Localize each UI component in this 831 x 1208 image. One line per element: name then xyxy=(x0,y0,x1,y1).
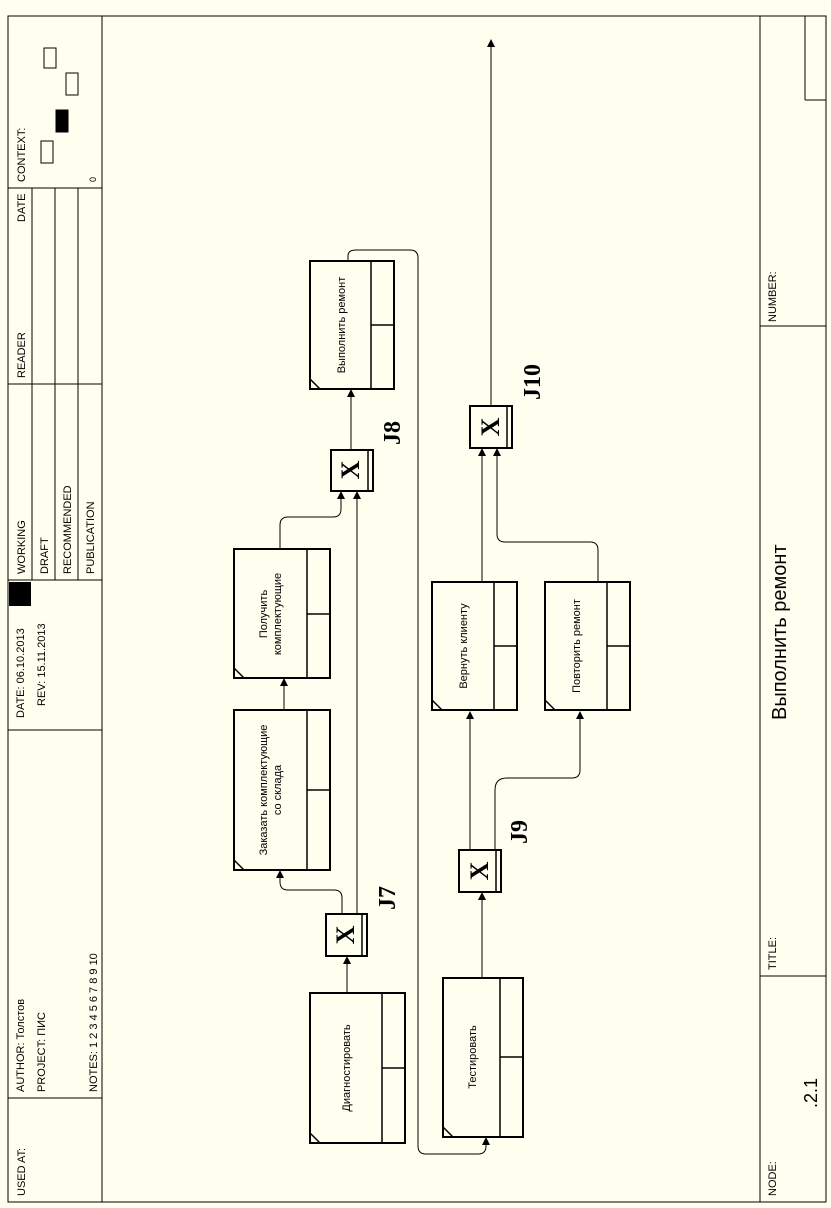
title-label: TITLE: xyxy=(767,937,779,970)
node-value: .2.1 xyxy=(801,1078,821,1108)
notes-field: NOTES: 1 2 3 4 5 6 7 8 9 10 xyxy=(88,953,100,1092)
activity-box-return[interactable]: Вернуть клиенту xyxy=(431,581,518,711)
footer-block xyxy=(759,16,826,1202)
link-j7-order xyxy=(276,870,343,914)
junction-j10[interactable]: X J10 xyxy=(469,364,546,449)
date-field: DATE: 06.10.2013 xyxy=(15,628,27,718)
status-recommended: RECOMMENDED xyxy=(62,485,74,574)
node-label: NODE: xyxy=(767,1161,779,1196)
reader-label: READER xyxy=(16,332,28,378)
box-label-get-1: Получить xyxy=(258,590,270,639)
status-draft: DRAFT xyxy=(39,537,51,574)
header-block xyxy=(8,16,103,1202)
junction-symbol-j8: X xyxy=(336,460,365,479)
activity-box-order[interactable]: Заказать комплектующие со склада xyxy=(233,709,331,871)
footer-texts: NODE: .2.1 TITLE: Выполнить ремонт NUMBE… xyxy=(767,271,821,1196)
box-label-order-1: Заказать комплектующие xyxy=(258,725,270,856)
status-working: WORKING xyxy=(16,520,28,574)
box-label-repair: Выполнить ремонт xyxy=(336,277,348,374)
status-publication: PUBLICATION xyxy=(85,501,97,574)
link-j7-j8 xyxy=(353,491,361,915)
activity-box-test[interactable]: Тестировать xyxy=(442,977,524,1138)
project-field: PROJECT: ПИС xyxy=(36,1012,48,1092)
page-frame xyxy=(7,15,827,1203)
junction-label-j10: J10 xyxy=(520,364,546,400)
context-thumbnail xyxy=(40,47,79,164)
junction-symbol-j7: X xyxy=(331,925,360,944)
junction-label-j8: J8 xyxy=(380,421,406,445)
diagram-title: Выполнить ремонт xyxy=(769,544,791,720)
junction-label-j9: J9 xyxy=(507,820,533,844)
box-label-order-2: со склада xyxy=(272,764,284,815)
link-j9-repeat xyxy=(494,711,584,850)
context-label: CONTEXT: xyxy=(16,128,28,182)
activity-box-repair[interactable]: Выполнить ремонт xyxy=(309,260,395,390)
links xyxy=(276,39,599,1155)
box-label-return: Вернуть клиенту xyxy=(458,603,470,689)
activity-box-get-parts[interactable]: Получить комплектующие xyxy=(233,548,331,679)
header-texts: USED AT: AUTHOR: Толстов PROJECT: ПИС NO… xyxy=(15,128,100,1196)
link-repair-test xyxy=(347,249,490,1155)
box-label-test: Тестировать xyxy=(467,1025,479,1089)
box-label-get-2: комплектующие xyxy=(272,573,284,655)
junction-j9[interactable]: X J9 xyxy=(458,820,533,893)
link-get-j8 xyxy=(279,491,345,549)
junction-j7[interactable]: X J7 xyxy=(325,886,401,957)
date-column-label: DATE xyxy=(16,193,28,222)
number-label: NUMBER: xyxy=(767,271,779,322)
junction-symbol-j9: X xyxy=(465,861,494,880)
activity-box-repeat[interactable]: Повторить ремонт xyxy=(544,581,631,711)
link-repeat-j10 xyxy=(493,448,599,582)
box-label-diagnose: Диагностировать xyxy=(341,1024,353,1111)
junction-symbol-j10: X xyxy=(476,417,505,436)
author-field: AUTHOR: Толстов xyxy=(15,999,27,1092)
used-at-label: USED AT: xyxy=(16,1148,28,1196)
junction-label-j7: J7 xyxy=(375,886,401,910)
rev-field: REV: 15.11.2013 xyxy=(36,623,48,706)
junction-j8[interactable]: X J8 xyxy=(330,421,406,492)
working-status-marker xyxy=(9,582,31,606)
context-number: 0 xyxy=(88,177,98,182)
activity-box-diagnose[interactable]: Диагностировать xyxy=(309,992,406,1144)
box-label-repeat: Повторить ремонт xyxy=(571,599,583,693)
